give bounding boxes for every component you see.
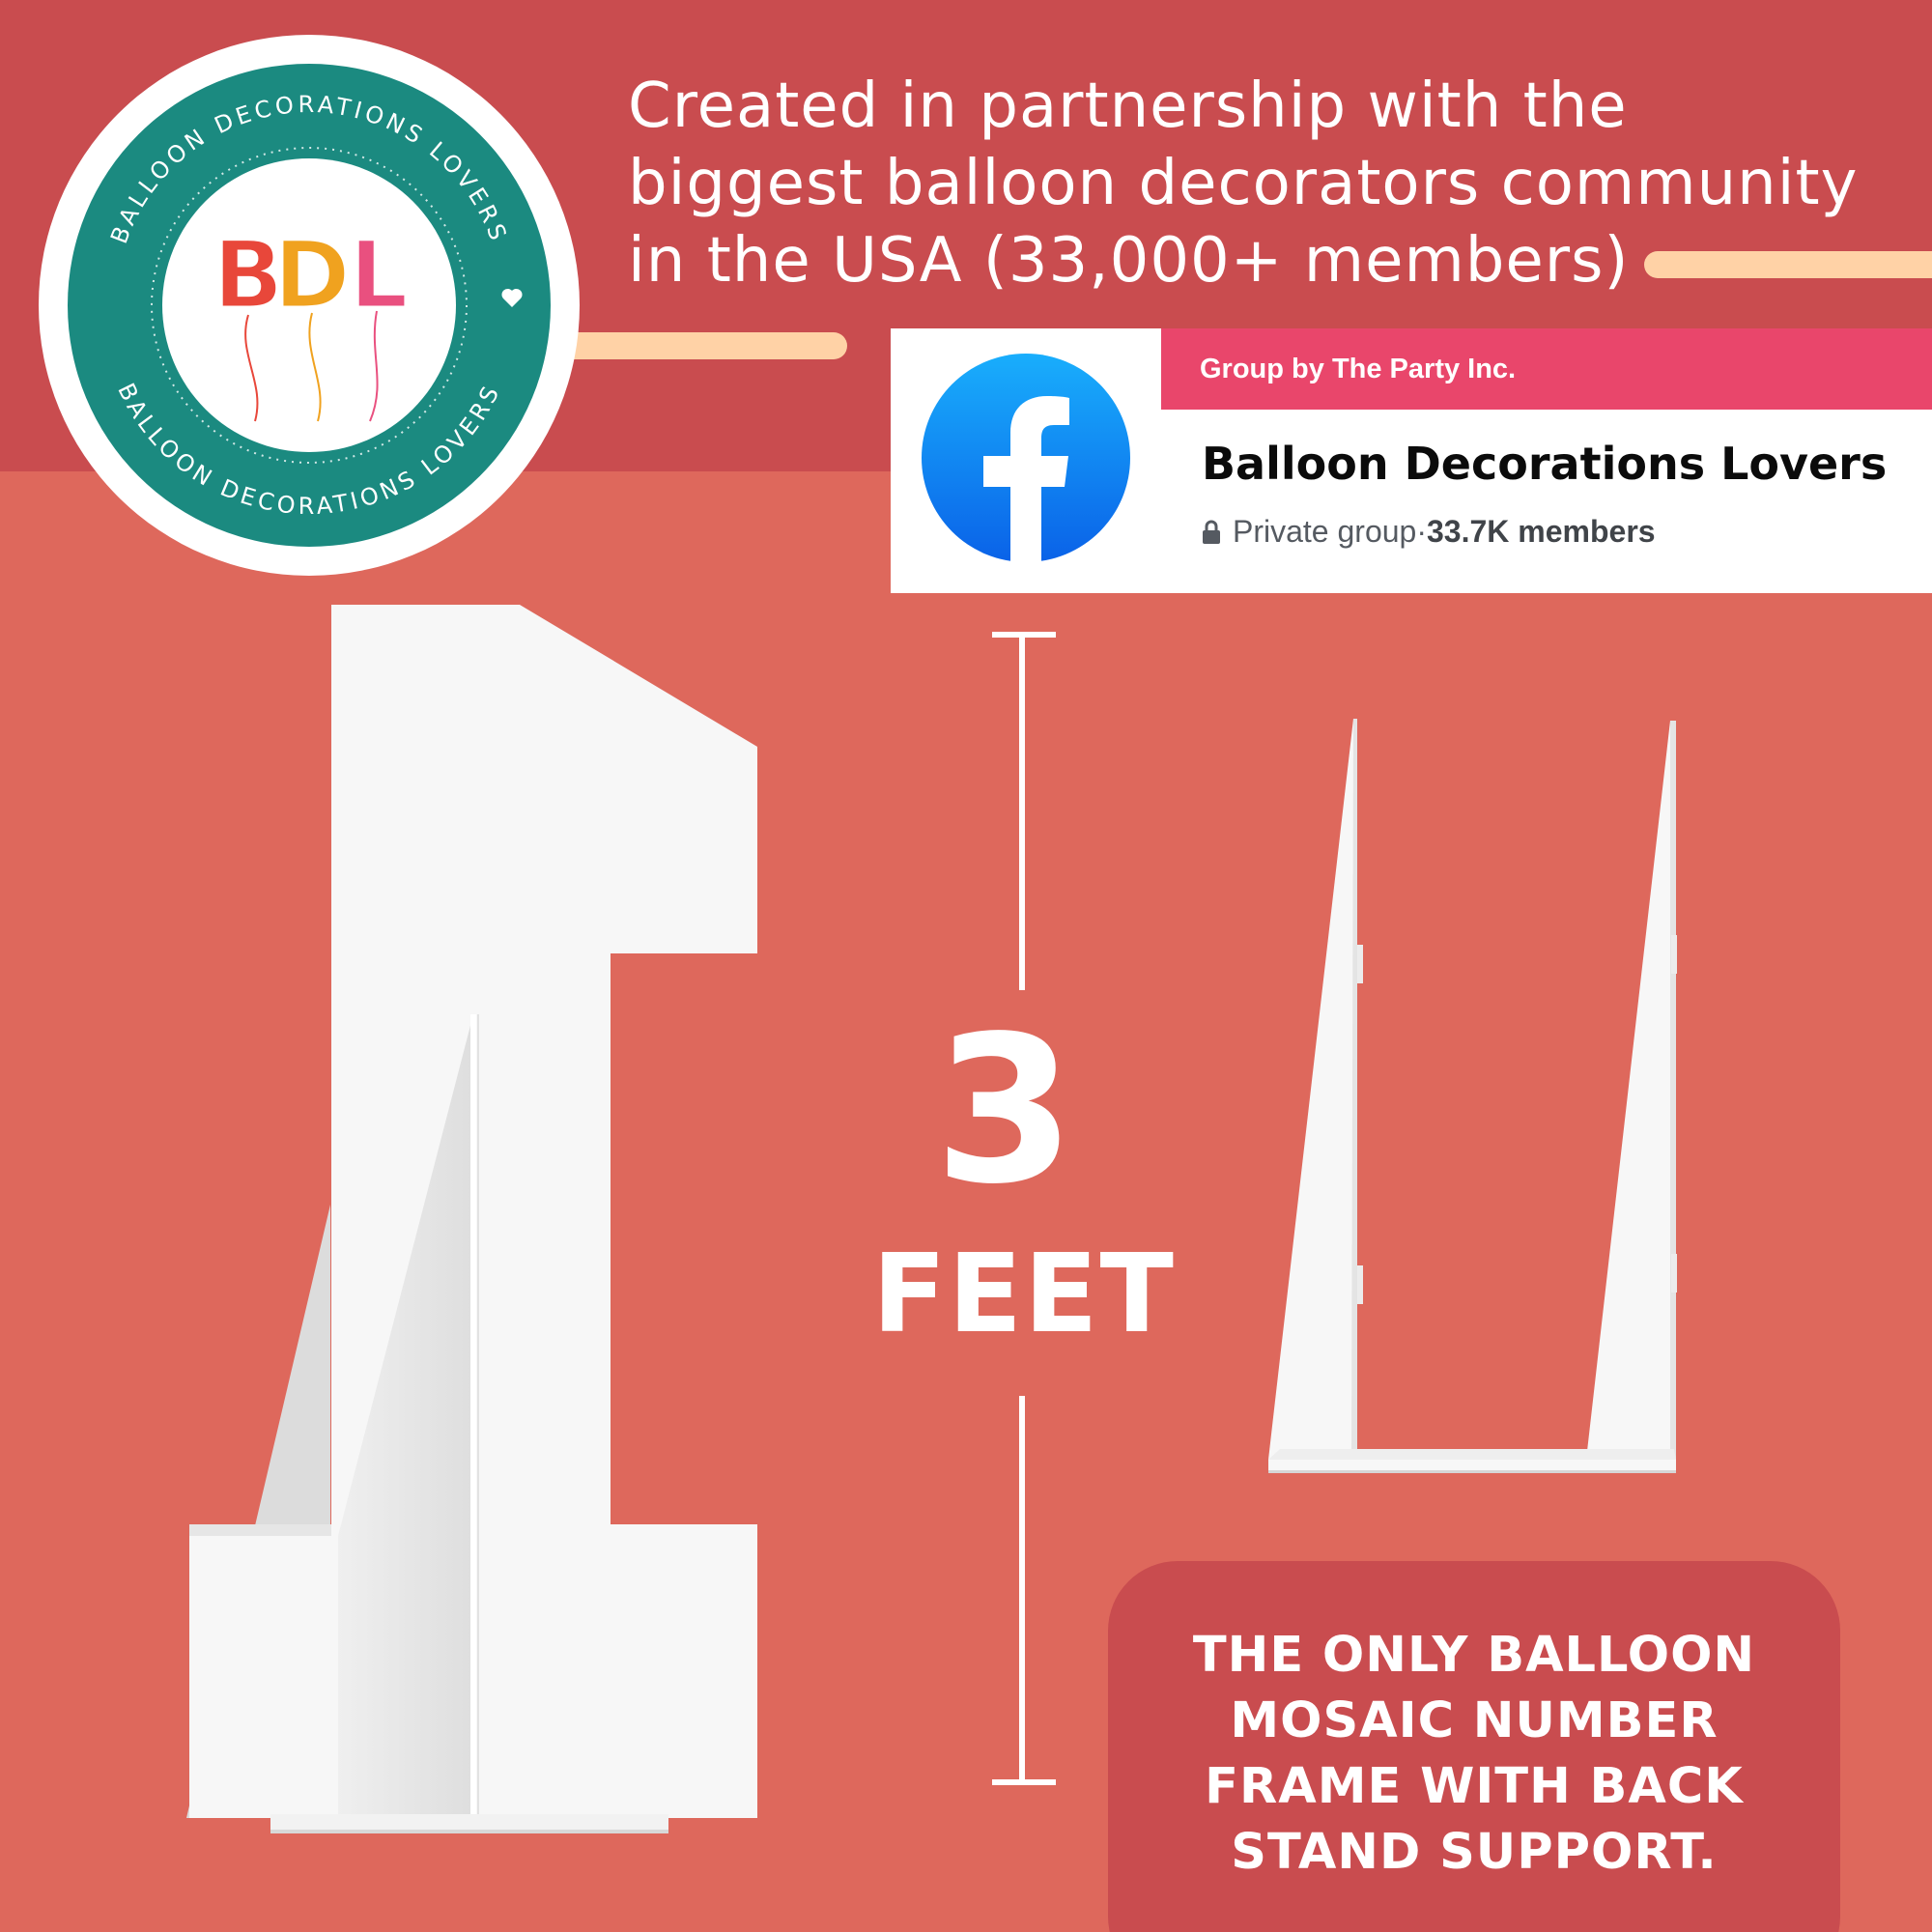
logo-letter-l: L xyxy=(349,221,408,329)
headline: Created in partnership with the biggest … xyxy=(628,68,1903,299)
lock-icon xyxy=(1203,520,1220,544)
heart-icon xyxy=(501,288,523,307)
callout-line-3: FRAME WITH BACK xyxy=(1205,1758,1744,1815)
callout-line-1: THE ONLY BALLOON xyxy=(1192,1627,1756,1684)
callout-box xyxy=(1108,1561,1840,1932)
height-number: 3 xyxy=(933,992,1076,1229)
number-one-frame-illustration xyxy=(186,605,757,1833)
group-name[interactable]: Balloon Decorations Lovers xyxy=(1202,438,1888,490)
meta-separator: · xyxy=(1416,514,1427,549)
group-by-banner xyxy=(1161,328,1932,410)
group-meta: Private group · 33.7K members xyxy=(1202,514,1656,550)
height-unit: FEET xyxy=(872,1232,1176,1357)
facebook-icon xyxy=(922,354,1130,564)
logo-letter-d: D xyxy=(273,221,351,329)
headline-line-1: Created in partnership with the xyxy=(628,71,1628,142)
decorative-bar xyxy=(536,332,847,359)
height-dimension-line xyxy=(992,632,1056,1785)
headline-line-2: biggest balloon decorators community xyxy=(628,148,1859,219)
logo-letter-b: B xyxy=(213,221,283,329)
facebook-group-card[interactable]: Group by The Party Inc. Balloon Decorati… xyxy=(891,328,1932,593)
callout-text: THE ONLY BALLOON MOSAIC NUMBER FRAME WIT… xyxy=(1108,1623,1840,1886)
member-count: 33.7K members xyxy=(1426,514,1656,549)
callout-line-4: STAND SUPPORT. xyxy=(1231,1824,1718,1881)
group-by-label: Group by The Party Inc. xyxy=(1200,354,1517,384)
privacy-label: Private group xyxy=(1233,514,1417,549)
bdl-logo-badge: BALLOON DECORATIONS LOVERS BALLOON DECOR… xyxy=(39,35,580,576)
back-stand-support-illustration xyxy=(1268,719,1677,1473)
decorative-bar xyxy=(1644,251,1932,278)
callout-line-2: MOSAIC NUMBER xyxy=(1230,1692,1719,1749)
headline-line-3: in the USA (33,000+ members) xyxy=(628,225,1630,297)
